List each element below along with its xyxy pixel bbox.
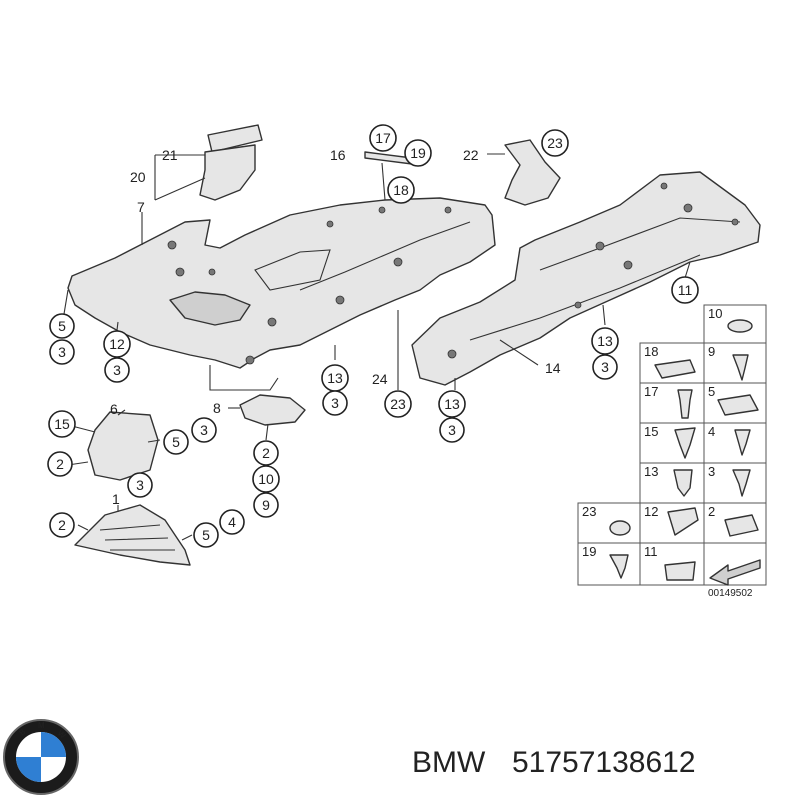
legend-23: 23 xyxy=(582,504,596,519)
callout-23-b: 23 xyxy=(384,390,412,418)
callout-15: 15 xyxy=(48,410,76,438)
fastener-legend: 10 18 9 17 5 15 4 13 3 23 12 2 19 11 001… xyxy=(577,304,767,599)
label-6: 6 xyxy=(110,401,118,417)
callout-5-a: 5 xyxy=(49,313,75,339)
reference-code: 00149502 xyxy=(708,588,753,599)
callout-5-c: 5 xyxy=(193,522,219,548)
bmw-roundel-logo: B M W xyxy=(3,719,79,795)
callout-11: 11 xyxy=(671,276,699,304)
underbody-panel-left xyxy=(67,197,496,369)
svg-text:13: 13 xyxy=(597,333,613,349)
callout-5-b: 5 xyxy=(163,429,189,455)
callout-9: 9 xyxy=(253,492,279,518)
callout-19: 19 xyxy=(404,139,432,167)
callout-2-b: 2 xyxy=(49,512,75,538)
callout-23-a: 23 xyxy=(541,129,569,157)
air-guide-1 xyxy=(74,504,191,566)
callout-3-d: 3 xyxy=(127,472,153,498)
svg-text:23: 23 xyxy=(547,135,563,151)
svg-text:23: 23 xyxy=(390,396,406,412)
callout-3-f: 3 xyxy=(439,417,465,443)
svg-text:10: 10 xyxy=(258,471,274,487)
part-number: 51757138612 xyxy=(512,746,696,779)
callout-2-a: 2 xyxy=(47,451,73,477)
label-22: 22 xyxy=(463,147,479,163)
legend-10: 10 xyxy=(708,306,722,321)
callout-12: 12 xyxy=(103,330,131,358)
bracket-22 xyxy=(504,139,561,206)
callout-18: 18 xyxy=(387,176,415,204)
callout-17: 17 xyxy=(369,124,397,152)
legend-3: 3 xyxy=(708,464,715,479)
legend-12: 12 xyxy=(644,504,658,519)
svg-text:5: 5 xyxy=(58,318,66,334)
underbody-panel-right xyxy=(411,171,761,386)
svg-text:18: 18 xyxy=(393,182,409,198)
svg-text:3: 3 xyxy=(601,359,609,375)
direction-arrow-icon xyxy=(709,559,761,586)
legend-19: 19 xyxy=(582,544,596,559)
svg-text:12: 12 xyxy=(109,336,125,352)
label-24: 24 xyxy=(372,371,388,387)
svg-text:15: 15 xyxy=(54,416,70,432)
callout-3-b: 3 xyxy=(104,357,130,383)
legend-9: 9 xyxy=(708,344,715,359)
svg-text:2: 2 xyxy=(262,445,270,461)
label-1: 1 xyxy=(112,491,120,507)
svg-text:5: 5 xyxy=(172,434,180,450)
label-14: 14 xyxy=(545,360,561,376)
svg-text:3: 3 xyxy=(113,362,121,378)
label-16: 16 xyxy=(330,147,346,163)
callout-13-a: 13 xyxy=(321,364,349,392)
svg-text:17: 17 xyxy=(375,130,391,146)
svg-text:B: B xyxy=(18,727,28,737)
legend-13: 13 xyxy=(644,464,658,479)
callout-2-c: 2 xyxy=(253,440,279,466)
callout-3-e: 3 xyxy=(322,390,348,416)
svg-text:W: W xyxy=(56,729,68,741)
svg-text:3: 3 xyxy=(58,344,66,360)
label-8: 8 xyxy=(213,400,221,416)
svg-text:13: 13 xyxy=(444,396,460,412)
callout-13-c: 13 xyxy=(591,327,619,355)
legend-18: 18 xyxy=(644,344,658,359)
svg-text:3: 3 xyxy=(331,395,339,411)
svg-text:9: 9 xyxy=(262,497,270,513)
bracket-8 xyxy=(239,394,306,426)
svg-text:5: 5 xyxy=(202,527,210,543)
callout-13-b: 13 xyxy=(438,390,466,418)
svg-text:3: 3 xyxy=(200,422,208,438)
label-7: 7 xyxy=(137,199,145,215)
circle-callouts: 5 3 12 3 15 2 5 3 3 2 5 4 2 10 9 17 19 1… xyxy=(47,124,699,548)
legend-17: 17 xyxy=(644,384,658,399)
svg-text:4: 4 xyxy=(228,514,236,530)
svg-text:13: 13 xyxy=(327,370,343,386)
legend-15: 15 xyxy=(644,424,658,439)
callout-3-g: 3 xyxy=(592,354,618,380)
leader-lines xyxy=(62,153,691,541)
legend-2: 2 xyxy=(708,504,715,519)
svg-text:3: 3 xyxy=(136,477,144,493)
svg-text:19: 19 xyxy=(410,145,426,161)
svg-text:2: 2 xyxy=(58,517,66,533)
callout-10: 10 xyxy=(252,465,280,493)
brand-name: BMW xyxy=(412,746,486,779)
svg-text:M: M xyxy=(38,721,45,730)
label-21: 21 xyxy=(162,147,178,163)
callout-4: 4 xyxy=(219,509,245,535)
svg-text:2: 2 xyxy=(56,456,64,472)
callout-3-a: 3 xyxy=(49,339,75,365)
callout-3-c: 3 xyxy=(191,417,217,443)
legend-4: 4 xyxy=(708,424,715,439)
legend-11: 11 xyxy=(644,544,658,559)
svg-text:3: 3 xyxy=(448,422,456,438)
svg-text:11: 11 xyxy=(678,282,693,298)
plain-labels: 21 20 7 16 22 24 14 6 1 8 xyxy=(110,147,561,507)
cover-6 xyxy=(87,411,159,481)
label-20: 20 xyxy=(130,169,146,185)
legend-5: 5 xyxy=(708,384,715,399)
air-duct-assembly xyxy=(199,124,263,201)
